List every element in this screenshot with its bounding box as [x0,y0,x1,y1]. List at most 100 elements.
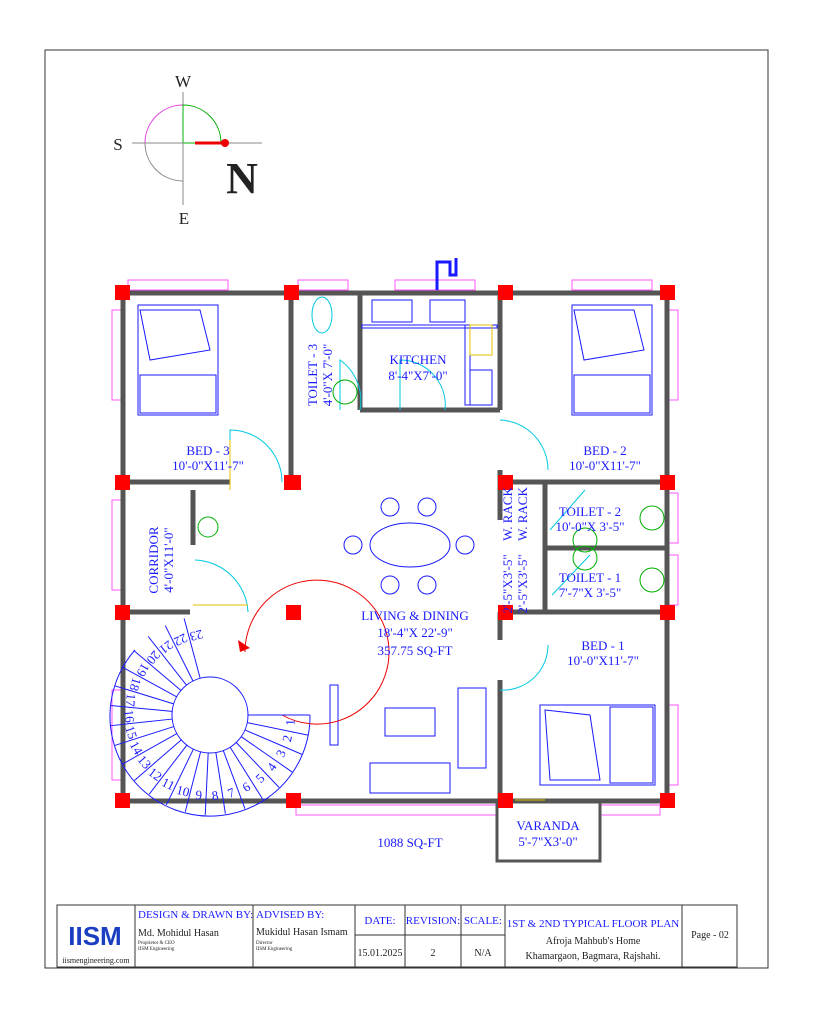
dining-set [343,497,475,595]
toilet2-size: 10'-0"X 3'-5" [555,519,624,534]
bed2-size: 10'-0"X11'-7" [569,458,641,473]
sheet-border [44,49,769,969]
stair-tread [121,666,177,698]
designer-company: IISM Engineering [138,947,175,952]
room-labels: BED - 3 10'-0"X11'-7" TOILET - 3 4'-0"X … [146,344,641,850]
designer-role: Proprietor & CEO [138,941,175,946]
total-area: 1088 SQ-FT [377,835,442,850]
compass-north: N [226,154,258,203]
stair-step-number: 15 [122,724,140,741]
stair-tread [222,750,246,809]
wrack1-name: W. RACK [500,487,515,541]
toilet1-name: TOILET - 1 [559,570,621,585]
compass-west: W [175,72,192,91]
advised-heading: ADVISED BY: [256,909,324,921]
toilet1-size: 7'-7"X 3'-5" [559,585,622,600]
compass-quadrant-ne [182,104,222,144]
stair-tread [147,636,187,686]
columns [115,285,675,808]
design-heading: DESIGN & DRAWN BY: [138,909,253,921]
stair-step-number: 19 [133,661,152,680]
corridor-size: 4'-0"X11'-0" [161,527,176,592]
wrack1-size: 2'-5"X3'-5" [500,554,515,613]
stair-tread [114,726,174,746]
advisor-name: Mukidul Hasan Ismam [256,927,348,938]
exhaust-duct [435,258,458,290]
toilet2-name: TOILET - 2 [559,504,621,519]
living-name: LIVING & DINING [361,608,469,623]
stair-tread [183,618,201,679]
kitchen-name: KITCHEN [389,352,447,367]
bed-1-furniture [539,704,656,786]
toilet3-size: 4'-0"X 7'-0" [320,344,335,407]
page-number: Page - 02 [691,930,729,941]
varanda-outline [495,799,602,863]
bed3-name: BED - 3 [186,443,229,458]
title-block: IISM iismengineering.com DESIGN & DRAWN … [56,904,738,968]
wrack2-name: W. RACK [515,487,530,541]
advisor-company: IISM Engineering [256,947,293,952]
scale-value: N/A [474,948,492,959]
stair-tread [164,625,194,682]
bed3-size: 10'-0"X11'-7" [172,458,244,473]
toilet-fixtures [197,296,665,593]
stair-tread [247,722,309,736]
stair-tread [110,718,173,727]
company-logo: IISM [68,921,121,951]
stair-tread [204,752,209,815]
stair-tread [244,729,303,755]
stair-tread [148,744,188,795]
revision-heading: REVISION: [406,915,460,927]
living-size: 18'-4"X 22'-9" [377,625,453,640]
stair-step-number: 8 [211,787,220,803]
living-set [329,684,487,794]
stair-tread [229,746,264,801]
project-location: Khamargaon, Bagmara, Rajshahi. [525,951,660,962]
stair-tread [240,736,293,773]
kitchen-furniture [361,258,498,406]
company-website: iismengineering.com [62,956,130,965]
stair-step-number: 7 [225,784,237,801]
compass-quadrant-nw [144,104,184,144]
stair-step-number: 16 [121,709,137,724]
stair-tread [184,751,202,813]
living-area: 357.75 SQ-FT [377,643,452,658]
stair-tread [110,704,173,712]
stair-tread [114,685,174,705]
stair-step-number: 9 [195,787,202,802]
compass-east: E [179,209,189,228]
doors [193,359,591,801]
stair-step-number: 18 [126,676,144,693]
designer-name: Md. Mohidul Hasan [138,928,219,939]
client-name: Afroja Mahbub's Home [546,936,641,947]
stair-step-number: 3 [273,747,289,759]
stair-step-number: 17 [123,693,139,708]
stair-tread [133,650,182,691]
compass-rose: W S E N [113,72,262,228]
stair-tread [215,752,226,814]
toilet3-name: TOILET - 3 [305,344,320,406]
kitchen-size: 8'-4"X7'-0" [388,368,447,383]
stair-tread [134,739,182,781]
stair-step-number: 23 [188,627,204,645]
advisor-role: Director [256,941,273,946]
stair-step-number: 1 [283,719,298,726]
stair-step-number: 2 [279,734,295,743]
revision-value: 2 [431,948,436,959]
bed-2-furniture [571,304,653,416]
wrack2-size: 2'-5"X3'-5" [515,554,530,613]
bed-3-furniture [137,304,219,416]
compass-quadrant-sw [144,142,184,182]
stair-step-number: 11 [159,774,177,793]
compass-south: S [113,135,122,154]
date-heading: DATE: [364,915,395,927]
walls [120,290,670,863]
stair-tread [235,742,280,788]
corridor-name: CORRIDOR [146,526,161,594]
varanda-size: 5'-7"X3'-0" [518,834,577,849]
stair-tread [122,733,178,765]
stair-tread [165,748,194,806]
plan-title: 1ST & 2ND TYPICAL FLOOR PLAN [507,918,680,930]
